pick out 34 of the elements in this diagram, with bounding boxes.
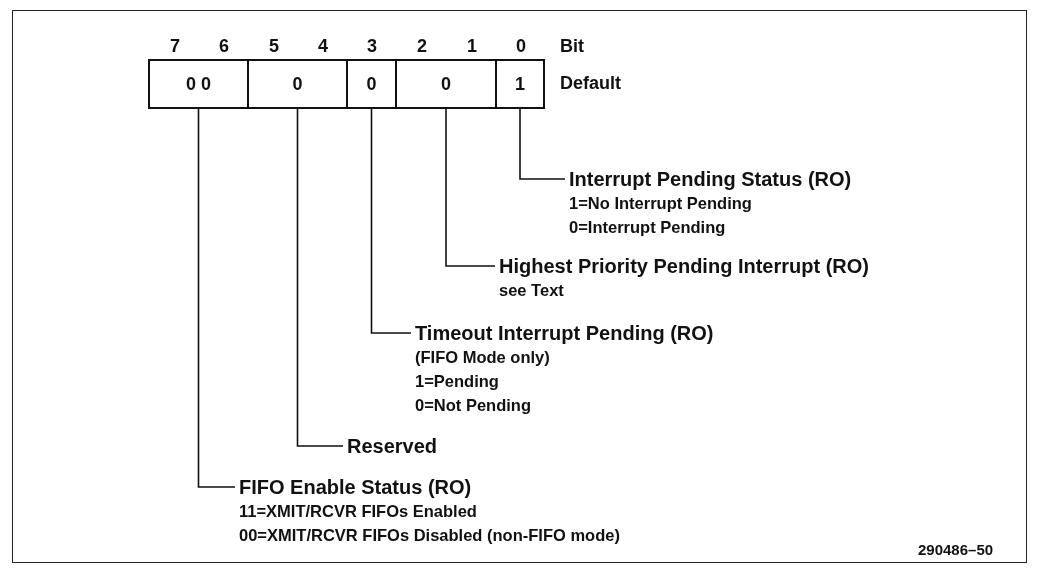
leader-line — [445, 107, 496, 267]
leader-line — [370, 107, 412, 334]
leader-line — [197, 107, 236, 488]
bit-number: 0 — [516, 36, 526, 57]
leader-line — [519, 107, 566, 180]
bit-number: 3 — [367, 36, 377, 57]
field-description: 0=Not Pending — [415, 395, 532, 416]
field-name: Timeout Interrupt Pending (RO) — [415, 321, 714, 345]
bit-field-cell: 0 — [395, 59, 497, 109]
figure-number: 290486–50 — [918, 541, 994, 558]
bit-number: 6 — [219, 36, 229, 57]
row-label: Default — [560, 73, 621, 94]
field-name: FIFO Enable Status (RO) — [239, 475, 473, 499]
bit-number: 7 — [170, 36, 180, 57]
field-description: 1=Pending — [415, 371, 500, 392]
leader-line — [296, 107, 344, 447]
field-description: 0=Interrupt Pending — [569, 217, 727, 238]
bit-field-cell: 1 — [495, 59, 545, 109]
bit-field-cell: 0 — [346, 59, 397, 109]
bit-number: 5 — [269, 36, 279, 57]
field-description: see Text — [499, 280, 565, 301]
bit-field-cell: 0 — [247, 59, 348, 109]
field-name: Interrupt Pending Status (RO) — [569, 167, 852, 191]
field-name: Highest Priority Pending Interrupt (RO) — [499, 254, 869, 278]
field-description: 00=XMIT/RCVR FIFOs Disabled (non-FIFO mode) — [239, 525, 620, 546]
row-label: Bit — [560, 36, 584, 57]
field-description: 11=XMIT/RCVR FIFOs Enabled — [239, 501, 478, 522]
bit-field-cell: 0 0 — [148, 59, 249, 109]
field-description: (FIFO Mode only) — [415, 347, 551, 368]
field-name: Reserved — [347, 434, 438, 458]
bit-number: 1 — [467, 36, 477, 57]
bit-number: 4 — [318, 36, 328, 57]
field-description: 1=No Interrupt Pending — [569, 193, 753, 214]
bit-number: 2 — [417, 36, 427, 57]
